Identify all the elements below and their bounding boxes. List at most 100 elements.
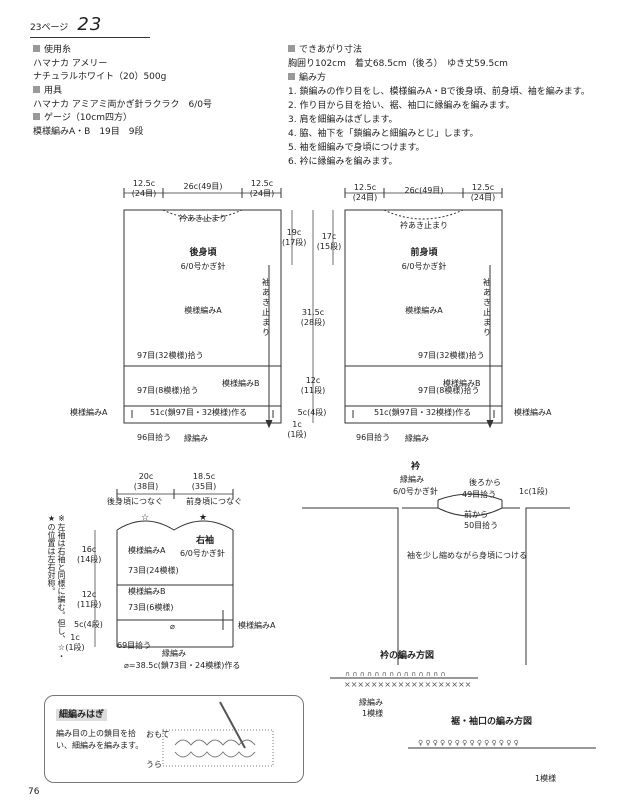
front-pick-97-32: 97目(32模様)拾う — [418, 351, 485, 360]
front-edging: 縁編み — [405, 434, 429, 443]
sleeve-edging: 縁編み — [162, 649, 186, 658]
collar-method-repeat: 1模様 — [362, 709, 384, 718]
mid-dim-1: 1c(1段) — [287, 420, 307, 439]
hem-method-title: 裾・袖口の編み方図 — [451, 717, 533, 727]
sleeve-d16: 16c(14段) — [77, 545, 102, 564]
square-bullet-icon — [288, 73, 295, 80]
circle-diameter-icon: ⌀ — [170, 622, 175, 631]
back-pattern-a-side: 模様編みA — [70, 408, 108, 417]
back-top-right-dim: 12.5c(24目) — [249, 179, 275, 198]
back-pick-97-32: 97目(32模様)拾う — [137, 351, 204, 360]
mid-dim-315: 31.5c(28段) — [300, 308, 326, 327]
back-chain-start: 51c(鎖97目・32模様)作る — [150, 408, 248, 417]
sleeve-row73-24: 73目(24模様) — [128, 566, 179, 575]
collar-title: 衿 — [411, 462, 421, 472]
method-heading: 編み方 — [288, 72, 326, 84]
sleeve-chain: ⌀=38.5c(鎖73目・24模様)作る — [124, 661, 241, 670]
yarn-line1: ハマナカ アメリー — [33, 59, 108, 69]
square-bullet-icon — [33, 86, 40, 93]
back-pattern-b: 模様編みB — [222, 379, 260, 388]
front-pick-96: 96目拾う — [356, 433, 391, 442]
step-3: 3. 肩を細編みはぎします。 — [288, 115, 398, 125]
sleeve-pattern-b: 模様編みB — [128, 587, 166, 596]
star-filled-icon: ★ — [199, 513, 208, 523]
front-top-right-dim: 12.5c(24目) — [470, 183, 496, 202]
step-1: 1. 鎖編みの作り目をし、模様編みA・Bで後身頃、前身頃、袖を編みます。 — [288, 87, 590, 97]
front-top-mid-dim: 26c(49目) — [404, 186, 444, 195]
front-neck-label: 衿あき止まり — [400, 221, 448, 230]
front-pattern-a: 模様編みA — [405, 306, 443, 315]
step-6: 6. 衿に縁編みを編みます。 — [288, 157, 398, 167]
back-pick-97-8: 97目(8模様)拾う — [137, 386, 199, 395]
front-pattern-b: 模様編みB — [443, 379, 481, 388]
back-dim-19c: 19c(17段) — [282, 228, 307, 247]
back-neck-label: 衿あき止まり — [179, 214, 227, 223]
sleeve-hook: 6/0号かぎ針 — [180, 549, 225, 558]
collar-from-back: 後ろから — [469, 478, 501, 487]
front-hook: 6/0号かぎ針 — [401, 262, 447, 271]
seam-note-body: 編み目の上の鎖目を拾い、細編みを編みます。 — [56, 729, 144, 750]
yarn-line2: ナチュラルホワイト（20）500g — [33, 72, 167, 82]
svg-text:♀ ♀ ♀ ♀ ♀ ♀ ♀ ♀ ♀ ♀ ♀ ♀ ♀ ♀: ♀ ♀ ♀ ♀ ♀ ♀ ♀ ♀ ♀ ♀ ♀ ♀ ♀ ♀ — [418, 739, 519, 747]
collar-hook: 6/0号かぎ針 — [393, 487, 438, 496]
sleeve-title: 右袖 — [196, 536, 215, 546]
back-pattern-a: 模様編みA — [184, 306, 222, 315]
tool-heading: 用具 — [33, 85, 62, 97]
square-bullet-icon — [33, 45, 40, 52]
sleeve-pick69: 69目拾う — [117, 641, 152, 650]
square-bullet-icon — [288, 45, 295, 52]
square-bullet-icon — [33, 113, 40, 120]
footer-page-number: 76 — [28, 787, 40, 797]
header-rule — [30, 37, 150, 38]
sleeve-pattern-a: 模様編みA — [128, 546, 166, 555]
hem-method-repeat: 1模様 — [535, 774, 557, 783]
seam-note-back: うら — [146, 760, 162, 769]
back-edging: 縁編み — [184, 434, 208, 443]
collar-from-front: 前から — [464, 510, 488, 519]
step-2: 2. 作り目から目を拾い、裾、袖口に縁編みを編みます。 — [288, 101, 515, 111]
sleeve-row73-6: 73目(6模様) — [128, 603, 174, 612]
page-number-large: 23 — [77, 14, 103, 35]
back-pick-96: 96目拾う — [137, 433, 172, 442]
size-line1: 胸囲り102cm 着丈68.5cm（後ろ） ゆき丈59.5cm — [288, 59, 508, 69]
sleeve-to-back: 後身頃につなぐ — [107, 497, 163, 506]
gauge-heading: ゲージ（10cm四方） — [33, 112, 132, 124]
back-top-mid-dim: 26c(49目) — [183, 182, 223, 191]
seam-note-title: 細編みはぎ — [56, 709, 108, 721]
gauge-line1: 模様編みA・B 19目 9段 — [33, 127, 144, 137]
sleeve-w20: 20c(38目) — [133, 472, 159, 491]
collar-edging: 縁編み — [400, 475, 424, 484]
seam-note-front: おもて — [146, 730, 170, 739]
collar-attach: 袖を少し縮めながら身頃につける — [407, 551, 527, 560]
front-pick-97-8: 97目(8模様)拾う — [418, 386, 480, 395]
mid-dim-12: 12c(11段) — [300, 376, 326, 395]
sleeve-pattern-a-side: 模様編みA — [238, 621, 276, 630]
svg-text:∩ ∩ ∩ ∩ ∩ ∩ ∩ ∩ ∩ ∩ ∩ ∩ ∩ ∩: ∩ ∩ ∩ ∩ ∩ ∩ ∩ ∩ ∩ ∩ ∩ ∩ ∩ ∩ — [345, 670, 446, 678]
collar-back-count: 49目拾う — [462, 490, 497, 499]
page-header: 23ページ 23 — [30, 14, 102, 35]
star-open-icon: ☆ — [141, 513, 150, 523]
step-4: 4. 脇、袖下を「鎖編みと細編みとじ」します。 — [288, 129, 479, 139]
front-pattern-a-side: 模様編みA — [514, 408, 552, 417]
collar-dim: 1c(1段) — [519, 487, 548, 496]
page-label: 23ページ — [30, 23, 69, 33]
front-top-left-dim: 12.5c(24目) — [352, 183, 378, 202]
yarn-heading: 使用糸 — [33, 44, 71, 56]
svg-text:×××××××××××××××××××: ××××××××××××××××××× — [344, 680, 471, 689]
size-heading: できあがり寸法 — [288, 44, 362, 56]
back-hook: 6/0号かぎ針 — [180, 262, 226, 271]
mid-dim-5: 5c(4段) — [297, 408, 327, 417]
sleeve-d12: 12c(11段) — [77, 590, 102, 609]
sleeve-d1: 1c(1段) — [65, 633, 85, 652]
step-5: 5. 袖を細編みで身頃につけます。 — [288, 143, 425, 153]
front-title: 前身頃 — [410, 248, 438, 258]
sleeve-w185: 18.5c(35目) — [191, 472, 217, 491]
collar-front-count: 50目拾う — [464, 521, 499, 530]
back-title: 後身頃 — [189, 248, 217, 258]
seam-note-box — [44, 695, 304, 783]
front-chain-start: 51c(鎖97目・32模様)作る — [374, 408, 472, 417]
back-top-left-dim: 12.5c(24目) — [131, 179, 157, 198]
back-sleeve-stop: 袖あき止まり — [262, 278, 270, 337]
sleeve-d5: 5c(4段) — [74, 620, 103, 629]
sleeve-to-front: 前身頃につなぐ — [186, 497, 242, 506]
